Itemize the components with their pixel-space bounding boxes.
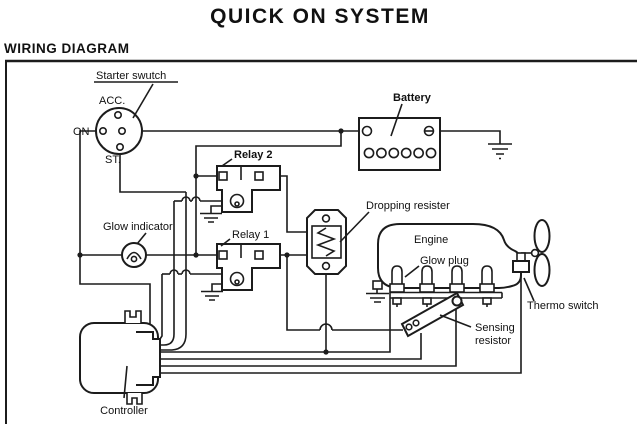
section-heading: WIRING DIAGRAM bbox=[4, 41, 130, 56]
sensing-resistor-label-line2: resistor bbox=[475, 335, 511, 347]
fan-blade-top bbox=[533, 219, 551, 253]
battery-positive-terminal bbox=[361, 125, 373, 137]
starter-terminal-center bbox=[118, 127, 127, 136]
glow-plug-3 bbox=[449, 265, 465, 293]
starter-on-label: ON bbox=[73, 126, 90, 138]
controller-top-tab bbox=[124, 310, 142, 323]
starter-terminal-st bbox=[116, 143, 125, 152]
controller: Controller bbox=[79, 310, 161, 417]
dropping-resister-leader bbox=[339, 211, 370, 243]
thermo-switch-leader bbox=[523, 277, 535, 302]
sensing-resistor-leader bbox=[439, 314, 472, 328]
ground-symbols bbox=[200, 143, 512, 303]
diagram-frame bbox=[5, 59, 637, 424]
battery-leader bbox=[390, 103, 403, 137]
controller-label: Controller bbox=[100, 405, 148, 417]
glow-plug-bus-bar bbox=[389, 291, 503, 299]
glow-plug-label: Glow plug bbox=[420, 255, 469, 267]
glow-plug-1 bbox=[389, 265, 405, 293]
relay1-label: Relay 1 bbox=[232, 229, 269, 241]
relay1-leader bbox=[220, 238, 231, 247]
glow-indicator-leader bbox=[136, 232, 147, 245]
glow-plug-4 bbox=[479, 265, 495, 293]
glow-plugs: Glow plug bbox=[389, 255, 503, 307]
fan-blade-bottom bbox=[533, 253, 551, 287]
starter-switch-label: Starter swutch bbox=[96, 70, 166, 82]
glow-indicator: Glow indicator bbox=[103, 221, 173, 268]
thermo-switch: Thermo switch bbox=[512, 252, 599, 312]
controller-bottom-tab bbox=[126, 393, 143, 405]
page-title: QUICK ON SYSTEM bbox=[210, 5, 430, 28]
sensing-resistor: Sensing resistor bbox=[400, 291, 515, 347]
relay2: Relay 2 bbox=[216, 149, 281, 213]
relay2-leader bbox=[221, 158, 233, 167]
controller-leader bbox=[123, 365, 128, 399]
controller-connector bbox=[136, 331, 161, 386]
battery-label: Battery bbox=[393, 92, 432, 104]
engine-label: Engine bbox=[414, 234, 448, 246]
dropping-resister-label: Dropping resister bbox=[366, 200, 450, 212]
battery: Battery bbox=[358, 92, 441, 171]
fan-hub bbox=[530, 248, 540, 258]
starter-switch: Starter swutch ACC. ON ST. bbox=[73, 70, 178, 166]
starter-st-label: ST. bbox=[105, 154, 121, 166]
thermo-switch-label: Thermo switch bbox=[527, 300, 599, 312]
wires bbox=[77, 128, 522, 374]
glow-plug-2 bbox=[419, 265, 435, 293]
sensing-resistor-label-line1: Sensing bbox=[475, 322, 515, 334]
starter-terminal-acc bbox=[114, 111, 123, 120]
starter-terminal-on bbox=[99, 127, 108, 136]
relay1: Relay 1 bbox=[216, 229, 281, 291]
glow-plug-leader bbox=[404, 265, 420, 278]
relay2-label: Relay 2 bbox=[234, 149, 273, 161]
starter-switch-leader bbox=[132, 83, 154, 119]
glow-indicator-label: Glow indicator bbox=[103, 221, 173, 233]
dropping-resister: Dropping resister bbox=[306, 200, 450, 275]
fan bbox=[521, 219, 551, 287]
starter-acc-label: ACC. bbox=[99, 95, 125, 107]
